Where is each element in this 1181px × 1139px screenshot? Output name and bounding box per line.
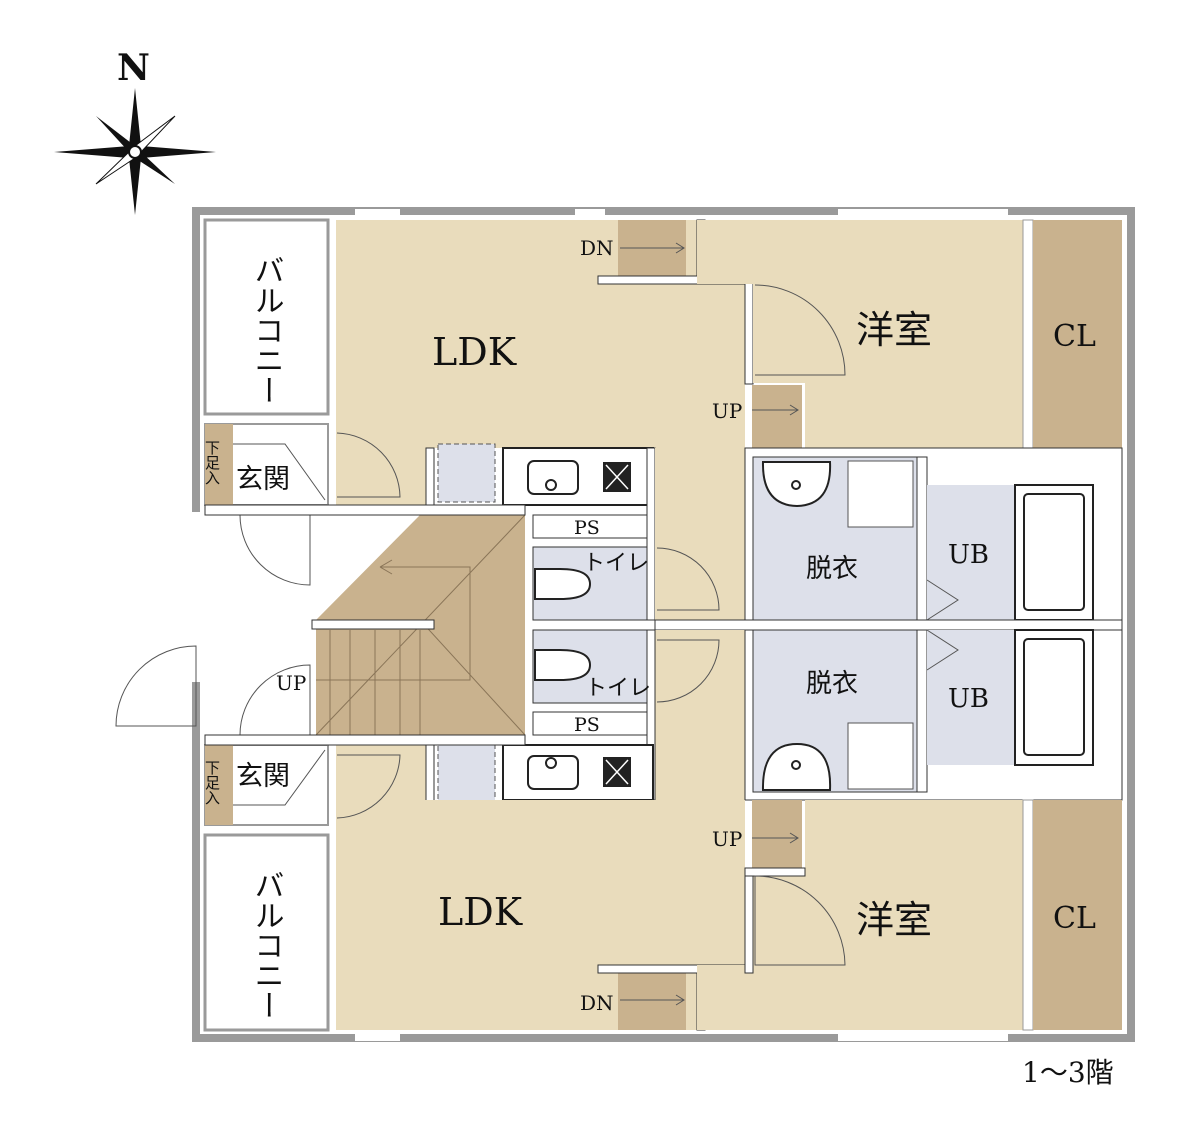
toilet-label: トイレ: [585, 676, 651, 701]
entrance-door[interactable]: [336, 432, 401, 498]
compass-rose-icon: N: [54, 47, 216, 215]
main-entrance-door[interactable]: [115, 645, 197, 727]
washing-machine-space: [847, 722, 914, 790]
washroom-label: 脱衣: [806, 669, 858, 699]
closet: [1033, 800, 1122, 1030]
dn-label: DN: [580, 236, 614, 260]
sink-icon: [527, 755, 579, 790]
western-room-floor: [697, 220, 1023, 448]
unit-bath: [927, 485, 1015, 620]
balcony-label: バルコニー: [249, 255, 284, 405]
ldk-label: LDK: [438, 890, 523, 934]
dn-label: DN: [580, 991, 614, 1015]
entrance-label: 玄関: [236, 761, 290, 792]
pipe-space: [532, 514, 648, 539]
hall-door[interactable]: [239, 514, 311, 586]
stairs-down: [618, 973, 686, 1030]
toilet-door[interactable]: [656, 547, 720, 611]
up-label: UP: [712, 399, 742, 423]
up-label: UP: [712, 827, 742, 851]
ldk-label: LDK: [432, 330, 517, 374]
sink-icon: [527, 460, 579, 495]
unit-bath: [927, 630, 1015, 765]
pipe-space: [532, 711, 648, 736]
fridge-space: [437, 443, 496, 503]
toilet-icon: [534, 568, 592, 600]
bath-label: UB: [948, 540, 989, 570]
entrance-label: 玄関: [236, 464, 290, 495]
toilet-label: トイレ: [583, 551, 649, 576]
shoe-box-label: 下足入: [203, 440, 221, 485]
north-label: N: [117, 47, 150, 89]
toilet-door[interactable]: [656, 639, 720, 703]
bath-label: UB: [948, 684, 989, 714]
stairs-up: [752, 800, 802, 868]
western-room-label: 洋室: [856, 308, 932, 352]
fridge-space: [437, 744, 496, 804]
floor-label: 1〜3階: [1022, 1056, 1114, 1089]
closet-label: CL: [1053, 319, 1096, 354]
western-room-floor: [697, 800, 1023, 1030]
balcony-label: バルコニー: [249, 870, 284, 1020]
shoe-box: [205, 745, 233, 825]
western-room-label: 洋室: [856, 898, 932, 942]
ps-label: PS: [574, 714, 600, 736]
closet: [1033, 220, 1122, 448]
washing-machine-space: [847, 460, 914, 528]
common-up-label: UP: [276, 671, 306, 695]
shoe-box: [205, 424, 233, 505]
entrance-door[interactable]: [336, 754, 401, 819]
balcony: [203, 218, 330, 416]
door-swing[interactable]: [754, 875, 846, 966]
north-unit: バルコニー DN LDK UP 洋室 CL 下足入 玄関: [203, 218, 1123, 621]
balcony: [203, 833, 330, 1032]
hall-door[interactable]: [239, 664, 311, 736]
toilet-icon: [534, 649, 592, 681]
south-unit: トイレ PS 脱衣 UB LDK DN: [203, 629, 1123, 1032]
washroom-label: 脱衣: [806, 554, 858, 584]
ps-label: PS: [574, 517, 600, 539]
door-swing[interactable]: [754, 284, 846, 376]
common-stairwell: UP: [115, 504, 526, 746]
closet-label: CL: [1053, 901, 1096, 936]
shoe-box-label: 下足入: [203, 760, 221, 805]
stairs-up: [752, 385, 802, 448]
